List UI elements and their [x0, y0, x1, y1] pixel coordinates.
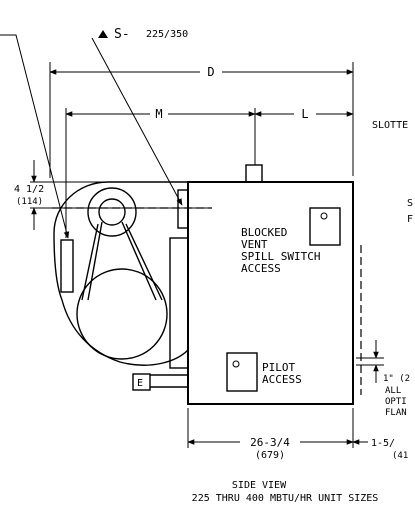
- side-dim-value: 1-5/: [371, 438, 395, 449]
- side-panel: [169, 237, 189, 369]
- slotted-label: SLOTTE: [372, 120, 408, 131]
- right-edge-fragment-2: F: [407, 214, 413, 225]
- dim-l-label: L: [301, 107, 308, 121]
- right-note-2: ALL: [385, 386, 401, 396]
- caption-line-2: 225 THRU 400 MBTU/HR UNIT SIZES: [192, 493, 379, 504]
- pulley-inner: [98, 198, 126, 226]
- right-edge-fragment: S: [407, 198, 413, 209]
- blocked-vent-line-4: ACCESS: [241, 262, 281, 275]
- blower-housing: [53, 181, 189, 366]
- offset-value: 4 1/2: [14, 184, 44, 195]
- callout-s-value: 225/350: [146, 29, 188, 40]
- belt: [81, 221, 163, 301]
- side-dim-metric: (41: [392, 451, 408, 461]
- blocked-vent-line-3: SPILL SWITCH: [241, 250, 320, 263]
- pilot-access-plate: [226, 352, 258, 392]
- right-note-1: 1" (2: [383, 374, 410, 384]
- pilot-label-2: ACCESS: [262, 373, 302, 386]
- blocked-vent-line-1: BLOCKED: [241, 226, 287, 239]
- blocked-vent-plate: [309, 207, 341, 246]
- pilot-access-screw: [232, 360, 240, 368]
- callout-s-triangle: [98, 30, 108, 38]
- caption-line-1: SIDE VIEW: [232, 480, 287, 491]
- callout-s-leader: [91, 37, 183, 206]
- pulley-outer: [87, 187, 137, 237]
- blocked-vent-screw: [320, 212, 328, 220]
- left-flange: [60, 239, 74, 293]
- right-note-3: OPTI: [385, 397, 407, 407]
- offset-metric: (114): [16, 197, 43, 207]
- right-note-4: FLAN: [385, 408, 407, 418]
- dim-m-label: M: [155, 107, 162, 121]
- blocked-vent-line-2: VENT: [241, 238, 268, 251]
- pilot-label-1: PILOT: [262, 361, 295, 374]
- top-vent-stub: [245, 164, 263, 183]
- dim-d-label: D: [207, 65, 214, 79]
- cabinet: [187, 181, 354, 405]
- bottom-dim-metric: (679): [255, 450, 285, 461]
- vent-collar: [177, 189, 189, 229]
- junction-box-symbol: E: [137, 378, 143, 389]
- bottom-dim-value: 26-3/4: [250, 436, 290, 449]
- leader-line-left: [0, 34, 70, 239]
- blower-motor: [76, 268, 168, 360]
- callout-s-letter: S-: [114, 27, 130, 42]
- junction-box: [132, 373, 151, 391]
